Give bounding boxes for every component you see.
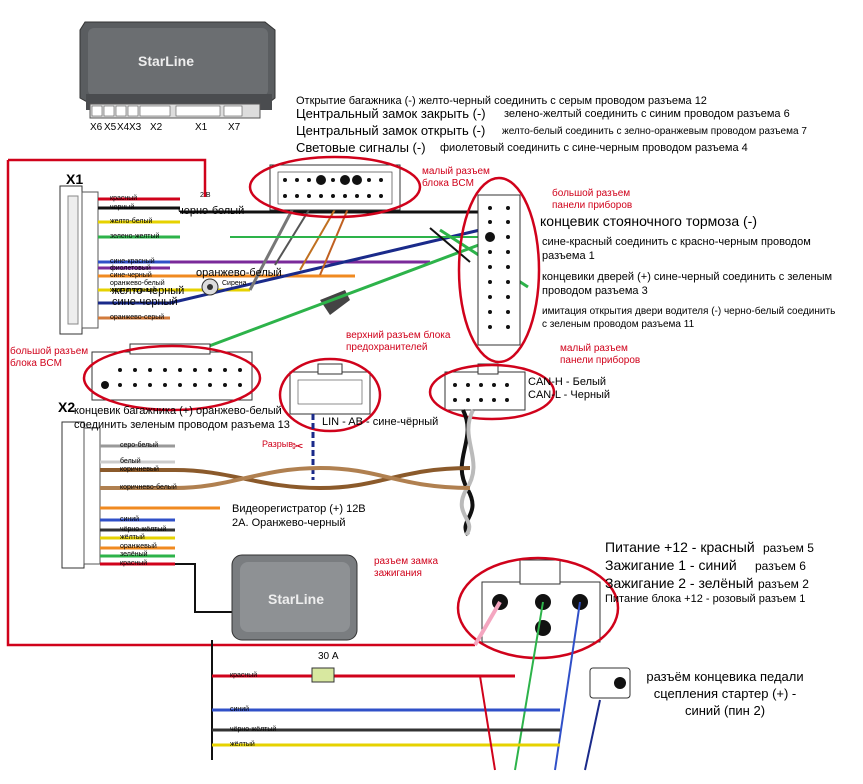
ign1-pin: разъем 6 — [755, 559, 806, 573]
small-panel-connector — [428, 363, 556, 537]
top-module-brand: StarLine — [138, 53, 195, 69]
small-panel-label: малый разъем панели приборов — [560, 343, 641, 366]
x1-wires — [98, 191, 481, 320]
bottom-module — [231, 554, 358, 641]
connector-label-x3: X3 — [129, 122, 142, 133]
handbrake-label: концевик стояночного тормоза (-) — [540, 213, 757, 229]
bottom-wire-label: синий — [230, 706, 250, 713]
x1-wire-label: сине-красный — [110, 258, 155, 265]
fuse-icon — [311, 667, 335, 683]
bottom-wires — [211, 640, 601, 771]
x1-wire-label: желто-белый — [110, 218, 153, 225]
x1-wire-label: желто-черный — [110, 287, 157, 294]
x1-wire-label: фиолетовый — [110, 265, 151, 272]
x2-wire-label: оранжевый — [120, 543, 157, 550]
x1-annot-black-white: черно-белый — [178, 205, 245, 217]
siren-label: Сирена — [222, 280, 247, 287]
x1-wire-label: красный — [110, 195, 138, 202]
driver-door-text: имитация открытия двери водителя (-) чер… — [542, 306, 836, 330]
x2-wire-label: коричнево-белый — [120, 484, 177, 491]
power-label: Питание +12 - красный — [605, 539, 755, 555]
trunk-instruction: Открытие багажника (-) желто-черный соед… — [296, 95, 707, 107]
connector-label-x7: X7 — [228, 122, 241, 133]
x1-annot-orange-white: оранжево-белый — [196, 267, 282, 279]
connector-label-x2: X2 — [150, 122, 163, 133]
connector-label-x6: X6 — [90, 122, 103, 133]
bottom-wire-label: красный — [230, 672, 258, 679]
connector-label-x4: X4 — [117, 122, 130, 133]
x1-annot-blue-black: сине-черный — [112, 296, 178, 308]
x2-connector — [61, 421, 101, 569]
x1-annot-yellow-black: желто-черный — [112, 285, 185, 297]
x1-wire-label: оранжево-белый — [110, 280, 165, 287]
svg-text:✂: ✂ — [292, 439, 304, 455]
power-pin: разъем 5 — [763, 541, 814, 555]
big-bcm-label: большой разъем блока BCM — [10, 346, 89, 369]
bottom-module-brand: StarLine — [268, 591, 325, 607]
clutch-label: разъём концевика педали сцепления старте… — [646, 669, 804, 718]
big-panel-connector — [457, 176, 541, 364]
module-cable — [175, 563, 232, 613]
dvr-label: Видеорегистратор (+) 12В 2А. Оранжево-че… — [232, 503, 366, 529]
fuse-box-label: верхний разъем блока предохранителей — [346, 330, 451, 353]
unlock-text: желто-белый соединить с зелно-оранжевым … — [502, 126, 807, 137]
x1-fuse-label: 2 В — [200, 192, 211, 199]
siren-icon — [201, 278, 219, 296]
connector-label-x5: X5 — [104, 122, 117, 133]
ign1-label: Зажигание 1 - синий — [605, 557, 737, 573]
fuse-box-connector — [278, 357, 382, 480]
ign-switch-label: разъем замка зажигания — [374, 556, 439, 579]
x2-wire-label: чёрно-жёлтый — [120, 526, 167, 533]
small-bcm-connector — [248, 155, 422, 219]
x2-title: X2 — [58, 399, 76, 415]
x2-wire-label: серо-белый — [120, 442, 159, 449]
scissors-icon: ✂ — [292, 439, 304, 455]
x2-wire-label: синий — [120, 516, 140, 523]
big-panel-label: большой разъем панели приборов — [552, 188, 633, 211]
lights-label: Световые сигналы (-) — [296, 140, 426, 155]
x2-wire-label: белый — [120, 458, 141, 465]
connector-label-x1: X1 — [195, 122, 208, 133]
trunk-switch-label: концевик багажника (+) оранжево-белый со… — [74, 405, 290, 431]
x1-title: X1 — [66, 171, 84, 187]
x2-wire-label: зелёный — [120, 551, 148, 558]
x1-connector — [59, 185, 99, 335]
bottom-wire-label: жёлтый — [230, 741, 255, 748]
unlock-label: Центральный замок открыть (-) — [296, 123, 486, 138]
doors-text: концевики дверей (+) сине-черный соедини… — [542, 271, 833, 297]
x1-wire-label: черный — [110, 204, 135, 211]
ign2-pin: разъем 2 — [758, 577, 809, 591]
x1-wire-label: сине-черный — [110, 272, 152, 279]
big-bcm-connector — [82, 343, 262, 412]
small-bcm-label: малый разъем блока BCM — [422, 166, 490, 189]
top-module — [79, 21, 276, 119]
lock-text: зелено-желтый соединить с синим проводом… — [504, 108, 790, 120]
red-power-loop — [6, 158, 475, 647]
lights-text: фиолетовый соединить с сине-черным прово… — [440, 142, 748, 154]
fuse-label: 30 А — [318, 651, 339, 662]
bottom-wire-label: чёрно-жёлтый — [230, 726, 277, 733]
x2-wire-label: коричневый — [120, 466, 159, 473]
handbrake-text: сине-красный соединить с красно-черным п… — [542, 236, 811, 262]
ignition-connector — [456, 556, 620, 771]
can-h-label: CAN-H - Белый — [528, 376, 607, 388]
x2-wire-label: жёлтый — [120, 534, 145, 541]
lin-label: LIN - AB - сине-чёрный — [322, 416, 439, 428]
clutch-connector — [589, 667, 631, 699]
block-power-label: Питание блока +12 - розовый разъем 1 — [605, 593, 806, 605]
break-label: Разрыв — [262, 439, 293, 449]
x2-wire-label: красный — [120, 560, 148, 567]
lock-label: Центральный замок закрыть (-) — [296, 106, 486, 121]
can-l-label: CAN-L - Черный — [528, 389, 611, 401]
x2-wires — [100, 444, 471, 566]
x1-wire-label: оранжево-серый — [110, 314, 165, 321]
x1-wire-label: зелено-желтый — [110, 233, 160, 240]
ign2-label: Зажигание 2 - зелёный — [605, 575, 754, 591]
